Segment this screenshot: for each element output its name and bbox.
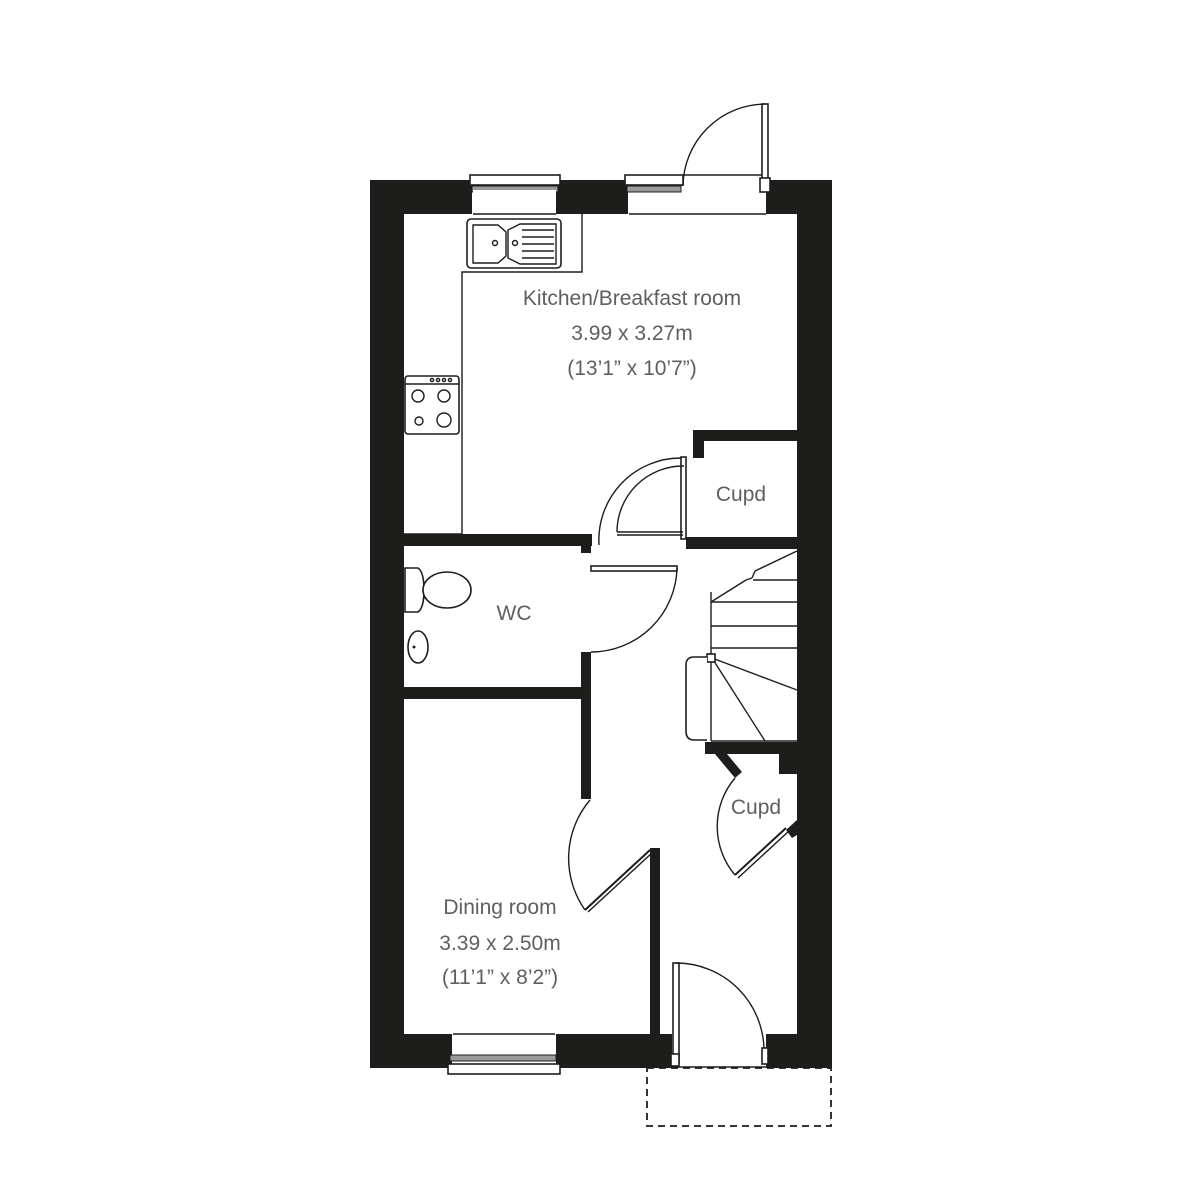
room-metric: 3.39 x 2.50m	[439, 932, 560, 955]
window-kitchen-door-side	[624, 174, 766, 215]
basin	[407, 630, 429, 664]
dining-door[interactable]	[567, 799, 654, 913]
window-kitchen	[469, 174, 561, 215]
room-label-kitchen: Kitchen/Breakfast room 3.99 x 3.27m (13’…	[523, 287, 741, 380]
staircase[interactable]	[685, 550, 798, 742]
sink	[466, 218, 562, 269]
room-imperial: (13’1” x 10’7”)	[567, 357, 697, 380]
window-dining	[447, 1033, 561, 1075]
hob	[404, 375, 460, 435]
room-label-kitchen-cupboard: Cupd	[716, 483, 766, 506]
room-name: Dining room	[443, 896, 556, 919]
back-door[interactable]	[682, 103, 771, 193]
wc-door[interactable]	[590, 565, 678, 653]
room-label-dining: Dining room 3.39 x 2.50m (11’1” x 8’2”)	[439, 896, 560, 989]
room-imperial: (11’1” x 8’2”)	[442, 966, 558, 989]
kitchen-door[interactable]	[598, 456, 687, 546]
exterior-walls	[370, 180, 832, 1068]
room-name: Kitchen/Breakfast room	[523, 287, 741, 310]
porch-canopy	[646, 1067, 832, 1127]
room-metric: 3.99 x 3.27m	[571, 322, 692, 345]
room-label-hall-cupboard: Cupd	[731, 796, 781, 819]
interior-walls	[404, 430, 797, 1034]
front-door[interactable]	[670, 962, 769, 1068]
toilet	[404, 567, 472, 613]
room-label-wc: WC	[497, 602, 532, 625]
hall-cupboard-door[interactable]	[716, 777, 790, 879]
